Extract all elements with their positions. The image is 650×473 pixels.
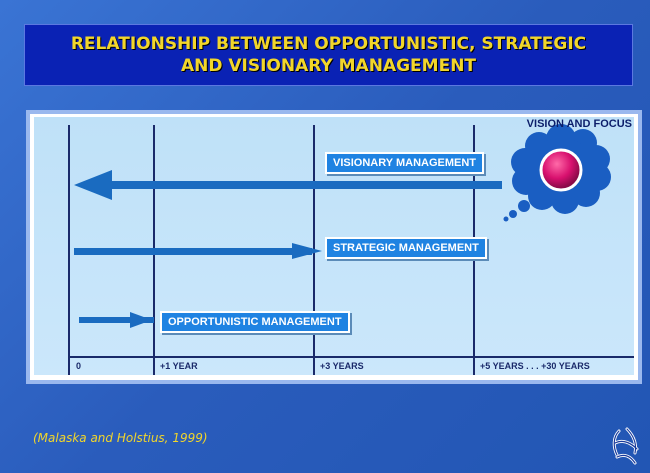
title-line-1: RELATIONSHIP BETWEEN OPPORTUNISTIC, STRA…: [70, 34, 587, 54]
strategic-arrow: [74, 243, 322, 259]
axis-tick-0: 0: [76, 361, 82, 371]
visionary-arrow: [74, 170, 502, 200]
axis-tick-3-years: +3 YEARS: [320, 361, 364, 371]
axis-tick-5-30-years: +5 YEARS . . . +30 YEARS: [480, 361, 590, 371]
axis-tick-1-year: +1 YEAR: [160, 361, 198, 371]
opportunistic-management-label: OPPORTUNISTIC MANAGEMENT: [160, 311, 350, 333]
corner-emblem-icon: [612, 427, 639, 465]
visionary-management-label: VISIONARY MANAGEMENT: [325, 152, 485, 174]
opportunistic-arrow: [79, 312, 154, 328]
title-bar: RELATIONSHIP BETWEEN OPPORTUNISTIC, STRA…: [24, 24, 633, 86]
citation: (Malaska and Holstius, 1999): [33, 431, 208, 445]
diagram-area: VISION AND FOCUS VISIONARY MANAGEMENT ST…: [34, 117, 634, 375]
diagram-panel: VISION AND FOCUS VISIONARY MANAGEMENT ST…: [26, 110, 642, 384]
thought-cloud-icon: [503, 124, 611, 222]
strategic-management-label: STRATEGIC MANAGEMENT: [325, 237, 487, 259]
title-line-2: AND VISIONARY MANAGEMENT: [180, 56, 477, 76]
diagram-canvas: [68, 124, 634, 375]
vision-focus-label: VISION AND FOCUS: [526, 118, 632, 130]
